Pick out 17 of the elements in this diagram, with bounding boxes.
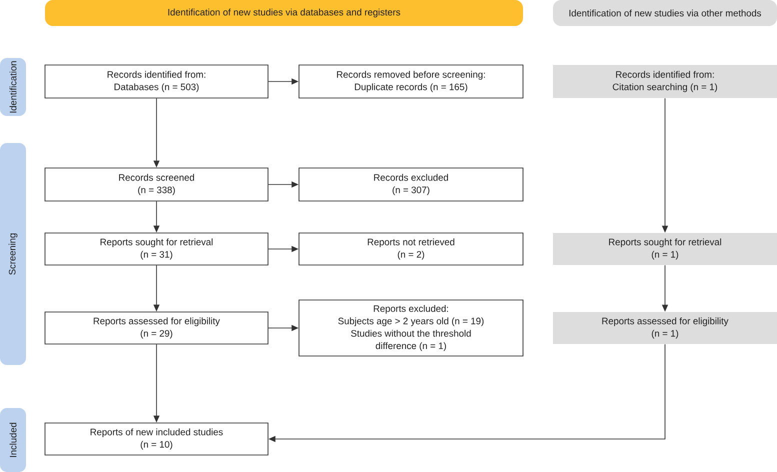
process-box: Reports of new included studies (n = 10) xyxy=(44,422,268,456)
process-box: Reports excluded: Subjects age > 2 years old (n = 19) Studies without the threshold difference (n = 1) xyxy=(298,300,524,356)
section-header: Identification of new studies via other methods xyxy=(553,0,777,26)
process-box: Records removed before screening: Duplicate records (n = 165) xyxy=(298,64,524,98)
phase-band: Screening xyxy=(0,143,26,365)
phase-band: Included xyxy=(0,408,26,472)
process-box: Reports not retrieved (n = 2) xyxy=(298,232,524,266)
process-box: Reports assessed for eligibility (n = 29) xyxy=(44,312,268,344)
phase-band: Identification xyxy=(0,58,26,116)
process-box: Records screened (n = 338) xyxy=(44,168,268,202)
process-box: Reports sought for retrieval (n = 1) xyxy=(553,233,777,265)
process-box: Records identified from: Databases (n = 503) xyxy=(44,64,268,98)
process-box: Records identified from: Citation searching (n = 1) xyxy=(553,65,777,98)
process-box: Reports sought for retrieval (n = 31) xyxy=(44,232,268,266)
process-box: Records excluded (n = 307) xyxy=(298,168,524,202)
section-header: Identification of new studies via databases and registers xyxy=(45,0,523,26)
process-box: Reports assessed for eligibility (n = 1) xyxy=(553,312,777,344)
